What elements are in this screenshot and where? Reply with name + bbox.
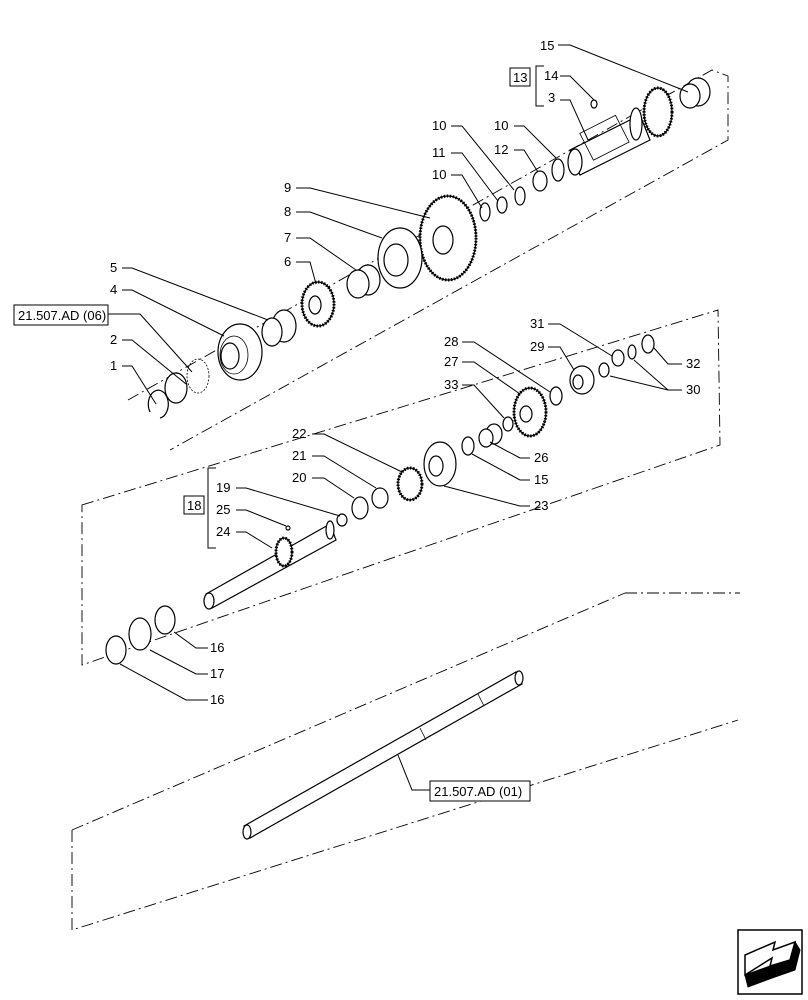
washer-28 (549, 386, 563, 406)
label-9: 9 (284, 180, 291, 195)
label-12: 12 (494, 142, 508, 157)
circlip-1 (147, 389, 169, 419)
label-5: 5 (110, 260, 117, 275)
arrow-navigation-icon[interactable] (737, 929, 803, 995)
pto-shaft (242, 670, 524, 840)
label-1: 1 (110, 358, 117, 373)
sleeve-26 (478, 423, 503, 448)
label-8: 8 (284, 204, 291, 219)
label-11: 11 (432, 145, 446, 160)
label-6: 6 (284, 254, 291, 269)
label-28: 28 (444, 334, 458, 349)
reference-bottom[interactable]: 21.507.AD (01) (434, 784, 522, 799)
label-19: 19 (216, 480, 230, 495)
gear-9 (418, 194, 478, 282)
bearing-4 (217, 323, 263, 381)
bracket-18 (207, 467, 216, 549)
ring-21 (371, 487, 389, 509)
leader-lines (108, 44, 689, 791)
label-15-top: 15 (540, 38, 554, 53)
label-27: 27 (444, 354, 458, 369)
ring-17 (128, 617, 152, 651)
label-18: 18 (187, 498, 201, 513)
pin-3 (590, 99, 598, 109)
washer-32 (641, 334, 655, 354)
label-30: 30 (686, 382, 700, 397)
label-20: 20 (292, 470, 306, 485)
label-4: 4 (110, 282, 117, 297)
upper-group-boundary (127, 69, 729, 451)
label-22: 22 (292, 426, 306, 441)
synchro-hub-8 (377, 227, 423, 289)
label-3: 3 (548, 90, 555, 105)
pin-25 (285, 525, 291, 531)
ring-16-b (105, 635, 127, 665)
reference-top[interactable]: 21.507.AD (06) (18, 308, 106, 323)
ring-10-a (551, 158, 565, 182)
label-24: 24 (216, 524, 230, 539)
ring-31 (627, 344, 637, 360)
label-16-b: 16 (210, 692, 224, 707)
lower-group-boundary (71, 592, 740, 931)
ring-16-a (154, 605, 176, 635)
group-13-box (509, 67, 531, 87)
bushing-7 (346, 264, 381, 299)
ring-20 (351, 496, 369, 520)
label-10-a: 10 (432, 118, 446, 133)
ring-10-c (479, 202, 491, 222)
output-shaft (567, 86, 674, 176)
label-16-a: 16 (210, 640, 224, 655)
bracket-13 (535, 65, 544, 107)
gear-6 (300, 280, 336, 328)
ring-2-teeth (186, 358, 210, 394)
label-7: 7 (284, 230, 291, 245)
ring-12 (532, 170, 548, 192)
label-2: 2 (110, 332, 117, 347)
sleeve-5 (261, 309, 297, 347)
ring-11 (496, 196, 508, 214)
label-26: 26 (534, 450, 548, 465)
ring-2 (164, 372, 188, 404)
ring-30b (598, 362, 610, 378)
label-25: 25 (216, 502, 230, 517)
ring-33 (502, 416, 514, 432)
bushing-15-top (679, 77, 711, 109)
bushing-19 (336, 513, 348, 527)
label-32: 32 (686, 356, 700, 371)
label-14: 14 (544, 68, 558, 83)
label-10-b: 10 (494, 118, 508, 133)
label-21: 21 (292, 448, 306, 463)
label-13: 13 (513, 70, 527, 85)
ref-box-top (13, 304, 109, 326)
label-23: 23 (534, 498, 548, 513)
label-17: 17 (210, 666, 224, 681)
label-10-c: 10 (432, 167, 446, 182)
label-31: 31 (530, 316, 544, 331)
ref-box-bottom (429, 780, 531, 802)
label-33: 33 (444, 377, 458, 392)
ring-10-b (514, 186, 526, 206)
middle-group-boundary (81, 309, 721, 666)
gear-27 (512, 386, 548, 438)
input-shaft-24 (203, 520, 337, 610)
collar-30 (611, 349, 625, 367)
label-15-mid: 15 (534, 472, 548, 487)
group-18-box (183, 495, 205, 515)
gear-22 (396, 466, 424, 502)
bearing-29 (569, 365, 595, 395)
label-29: 29 (530, 339, 544, 354)
ring-15 (461, 436, 475, 456)
gear-23 (423, 441, 457, 487)
